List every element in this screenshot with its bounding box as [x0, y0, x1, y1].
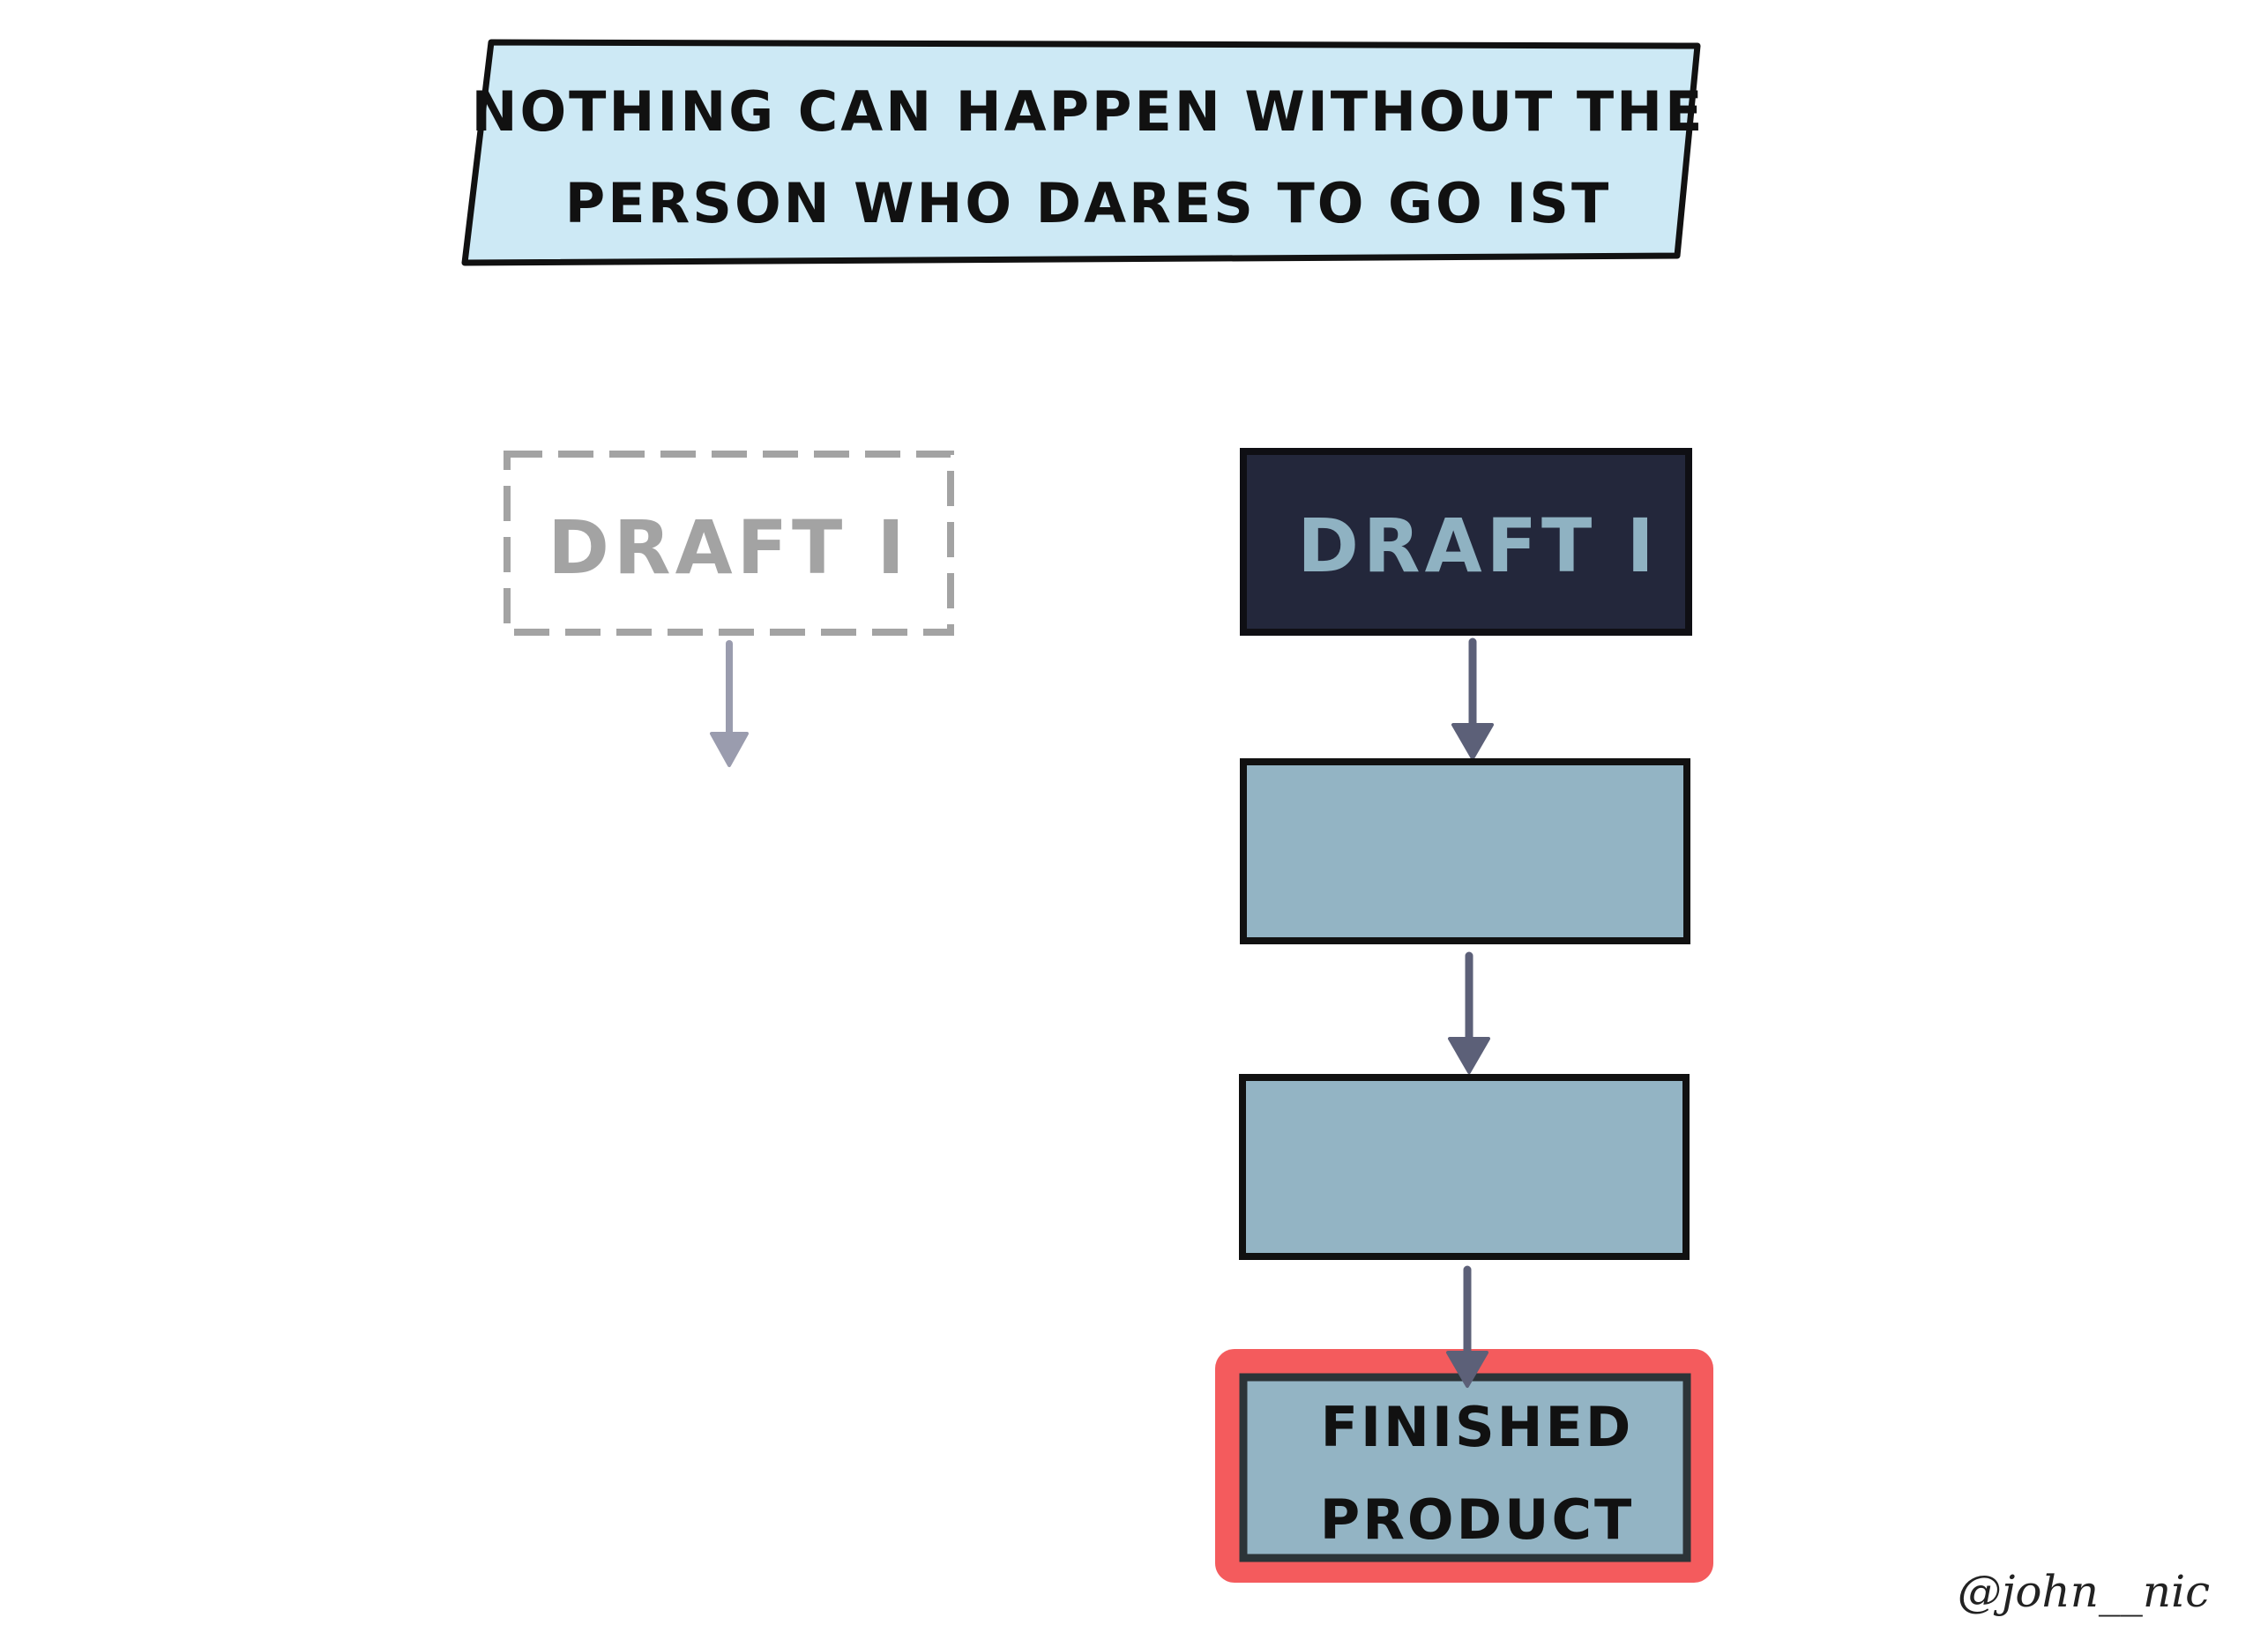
step-box-2	[1239, 1074, 1690, 1260]
flow-arrow-1	[1451, 637, 1494, 760]
completed-path: DRAFT I FINISHED PRODUCT	[1215, 448, 1713, 1583]
abandoned-path: DRAFT I	[504, 451, 954, 767]
finished-product-box	[1239, 1373, 1691, 1562]
title-line-1: NOTHING CAN HAPPEN WITHOUT THE	[472, 79, 1705, 144]
ghost-draft-box	[504, 451, 954, 636]
finished-product-line-1: FINISHED	[1321, 1395, 1634, 1459]
flow-arrow-2	[1448, 951, 1490, 1074]
finished-product-line-2: PRODUCT	[1320, 1487, 1635, 1552]
draft-box	[1240, 448, 1692, 636]
ghost-arrow	[710, 640, 749, 767]
ghost-draft-label: DRAFT I	[548, 504, 909, 591]
flow-arrow-3	[1446, 1265, 1488, 1388]
draft-label: DRAFT I	[1297, 503, 1659, 589]
title-banner-shape	[461, 39, 1701, 266]
title-banner: NOTHING CAN HAPPEN WITHOUT THE PERSON WH…	[461, 39, 1705, 266]
step-box-1	[1240, 758, 1690, 944]
title-line-2: PERSON WHO DARES TO GO IST	[565, 171, 1612, 235]
author-handle: @john__nic	[1958, 1566, 2210, 1617]
